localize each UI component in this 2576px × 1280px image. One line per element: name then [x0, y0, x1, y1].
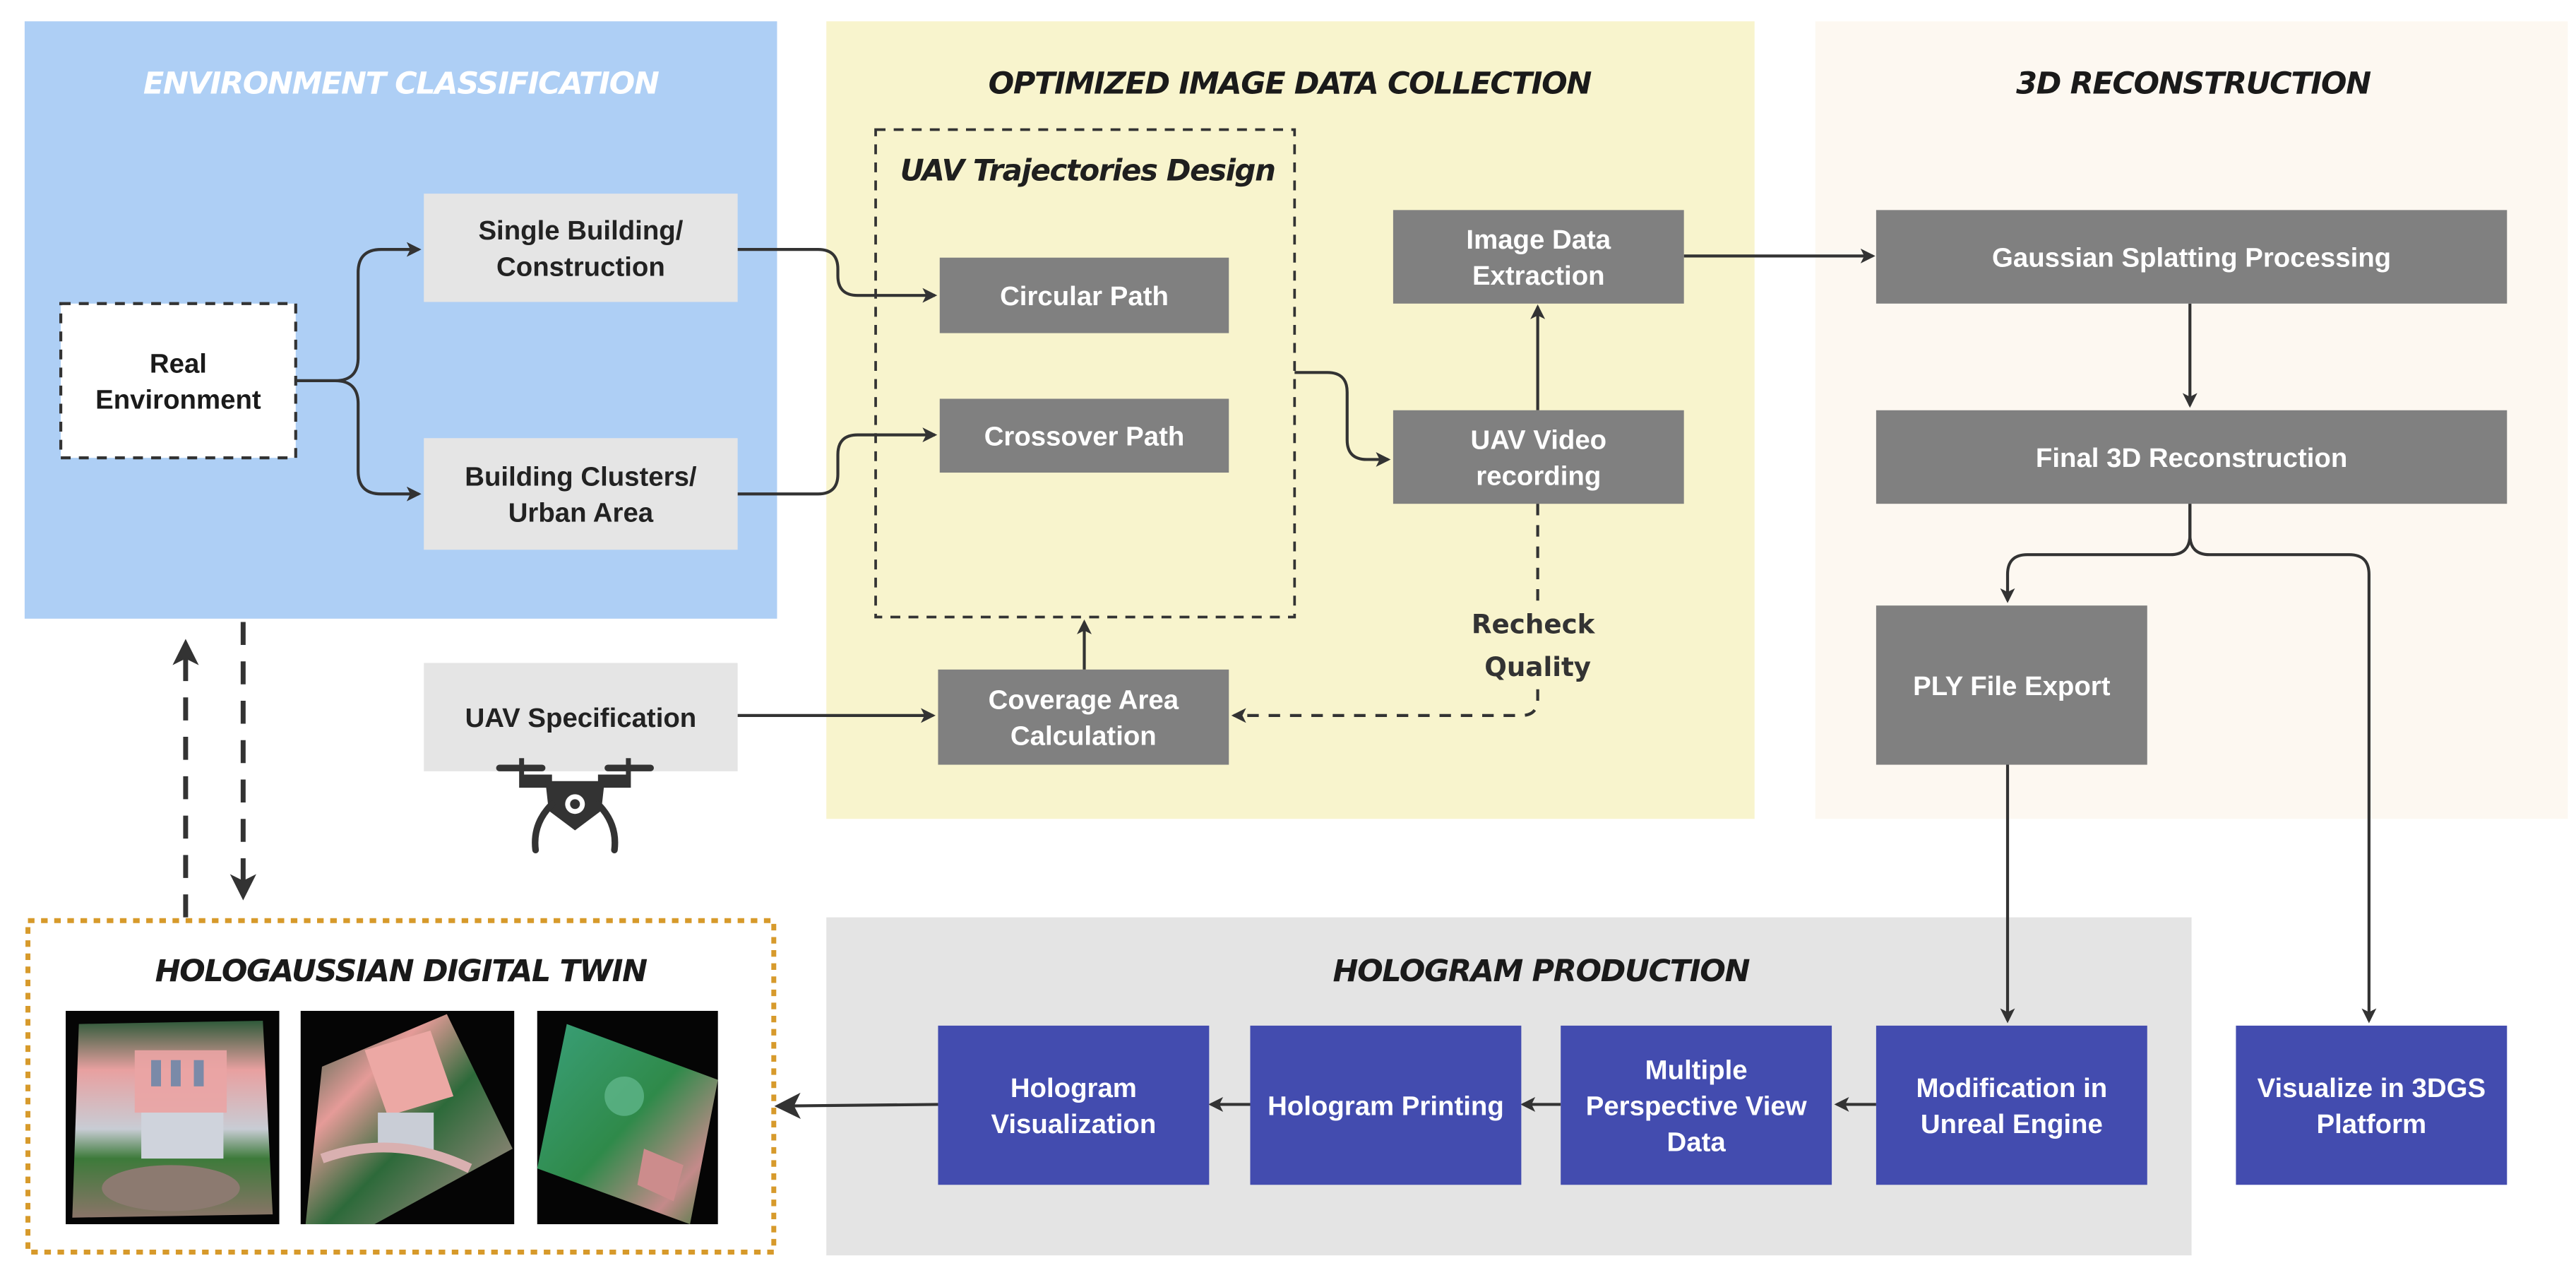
node-single-building: Single Building/Construction — [424, 194, 738, 302]
edge-real-to-single — [295, 242, 422, 383]
edge-final-to-3dgs — [2188, 504, 2377, 1024]
node-box — [1876, 605, 2147, 765]
node-box — [1250, 1025, 1522, 1185]
trajectories-group-title: UAV Trajectories Design — [900, 153, 1275, 188]
node-final-3d: Final 3D Reconstruction — [1876, 410, 2508, 504]
node-box — [1561, 1025, 1832, 1185]
environment-panel-title: ENVIRONMENT CLASSIFICATION — [143, 66, 660, 101]
node-label: Hologram Printing — [1268, 1091, 1504, 1122]
node-box — [938, 1025, 1210, 1185]
node-box — [939, 398, 1229, 473]
edges — [172, 242, 2377, 1120]
node-label: UAV Specification — [465, 703, 697, 733]
node-label: Final 3D Reconstruction — [2036, 443, 2347, 473]
collection-panel-title: OPTIMIZED IMAGE DATA COLLECTION — [989, 66, 1592, 101]
node-box — [1393, 210, 1684, 304]
node-box — [424, 663, 738, 771]
edge-recheck-to-coverage — [1231, 689, 1539, 723]
node-label: Circular Path — [1000, 281, 1169, 312]
node-box — [424, 438, 738, 550]
node-holo-print: Hologram Printing — [1250, 1025, 1522, 1185]
edge-real-to-clusters — [295, 379, 422, 502]
node-uav-spec: UAV Specification — [424, 663, 738, 771]
node-box — [1393, 410, 1684, 504]
node-circular-path: Circular Path — [939, 257, 1229, 333]
node-box — [59, 302, 297, 460]
node-building-clusters: Building Clusters/Urban Area — [424, 438, 738, 550]
edge-trajectories-to-video — [1294, 371, 1391, 467]
node-box — [424, 194, 738, 302]
node-label: Crossover Path — [984, 422, 1185, 452]
hologram-photo-2 — [300, 1011, 515, 1225]
reconstruction-panel-title: 3D RECONSTRUCTION — [2016, 66, 2371, 101]
hologram-panel-title: HOLOGRAM PRODUCTION — [1333, 954, 1751, 989]
node-gaussian-splatting: Gaussian Splatting Processing — [1876, 210, 2508, 304]
edge-final-to-ply — [2000, 504, 2192, 603]
node-box — [1876, 210, 2508, 304]
node-label: Single Building/Construction — [478, 215, 683, 282]
hologram-photo-3 — [537, 1011, 718, 1225]
node-crossover-path: Crossover Path — [939, 398, 1229, 473]
edge-clusters-to-crossover — [737, 427, 938, 496]
node-label: PLY File Export — [1913, 671, 2111, 701]
node-label: Building Clusters/Urban Area — [465, 462, 697, 528]
hologram-photo-1 — [66, 1011, 280, 1225]
node-box — [939, 257, 1229, 333]
edge-visualization-to-twin — [774, 1092, 938, 1120]
edge-single-to-circular — [737, 248, 938, 303]
node-ply-export: PLY File Export — [1876, 605, 2147, 765]
node-label: Gaussian Splatting Processing — [1992, 243, 2391, 273]
uav-trajectories-group: UAV Trajectories Design — [874, 128, 1296, 619]
twin-panel-title: HOLOGAUSSIAN DIGITAL TWIN — [155, 954, 648, 989]
node-box — [2236, 1025, 2508, 1185]
digital-twin-panel: HOLOGAUSSIAN DIGITAL TWIN — [25, 918, 777, 1255]
node-box — [1876, 410, 2508, 504]
node-box — [938, 669, 1229, 765]
recheck-quality-label: Recheck Quality — [1472, 609, 1604, 682]
drone-icon — [496, 758, 654, 853]
node-box — [1876, 1025, 2147, 1185]
